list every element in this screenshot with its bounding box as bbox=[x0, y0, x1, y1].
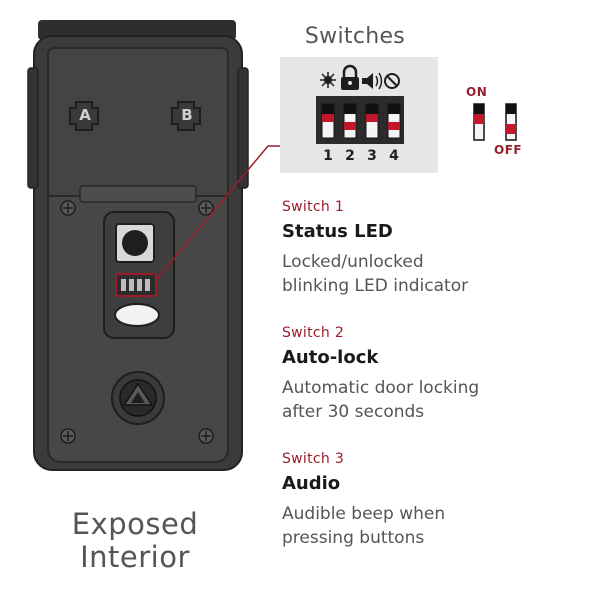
switches-title: Switches bbox=[304, 24, 406, 49]
screw-top-left bbox=[60, 200, 76, 216]
switch-3-desc-line1: Audible beep when bbox=[282, 504, 446, 524]
reset-button bbox=[115, 223, 155, 263]
switch-2-name: Auto-lock bbox=[282, 347, 379, 368]
switch-1-desc-line2: blinking LED indicator bbox=[282, 276, 469, 296]
switch-number-4: 4 bbox=[389, 148, 399, 164]
switch-3-desc-line2: pressing buttons bbox=[282, 528, 425, 548]
dip-switch-2 bbox=[343, 103, 357, 139]
led-sun-icon bbox=[320, 72, 336, 88]
dip-switch-1 bbox=[321, 103, 335, 139]
slot-b-label: B bbox=[181, 106, 193, 124]
switch-1-name: Status LED bbox=[282, 221, 393, 242]
screw-bottom-right bbox=[198, 428, 214, 444]
cylinder-icon bbox=[111, 371, 165, 425]
screw-top-right bbox=[198, 200, 214, 216]
device-caption-line1: Exposed bbox=[71, 507, 199, 541]
dip-switch-mini bbox=[115, 273, 157, 297]
lock-icon bbox=[341, 64, 359, 90]
switch-number-1: 1 bbox=[323, 148, 333, 164]
speaker-icon bbox=[362, 72, 383, 90]
switch-number-3: 3 bbox=[367, 148, 377, 164]
switch-2-desc-line1: Automatic door locking bbox=[282, 378, 480, 398]
slot-a-label: A bbox=[79, 106, 91, 124]
screw-bottom-left bbox=[60, 428, 76, 444]
slot-a bbox=[69, 101, 99, 131]
no-symbol-icon bbox=[384, 73, 400, 89]
switch-1-label: Switch 1 bbox=[282, 199, 345, 215]
off-state-switch-icon bbox=[505, 103, 517, 141]
dip-switch-3 bbox=[365, 103, 379, 139]
switch-3-name: Audio bbox=[282, 473, 341, 494]
callout-line bbox=[155, 145, 282, 281]
switch-1-desc-line1: Locked/unlocked bbox=[282, 252, 424, 272]
off-label: OFF bbox=[494, 143, 523, 157]
switch-2-label: Switch 2 bbox=[282, 325, 345, 341]
switch-number-2: 2 bbox=[345, 148, 355, 164]
switch-3-label: Switch 3 bbox=[282, 451, 345, 467]
dip-switch-4 bbox=[387, 103, 401, 139]
slot-b bbox=[171, 101, 201, 131]
device-caption-line2: Interior bbox=[80, 540, 190, 574]
on-label: ON bbox=[466, 85, 488, 99]
on-state-switch-icon bbox=[473, 103, 485, 141]
switch-2-desc-line2: after 30 seconds bbox=[282, 402, 425, 422]
led-window bbox=[114, 303, 160, 327]
